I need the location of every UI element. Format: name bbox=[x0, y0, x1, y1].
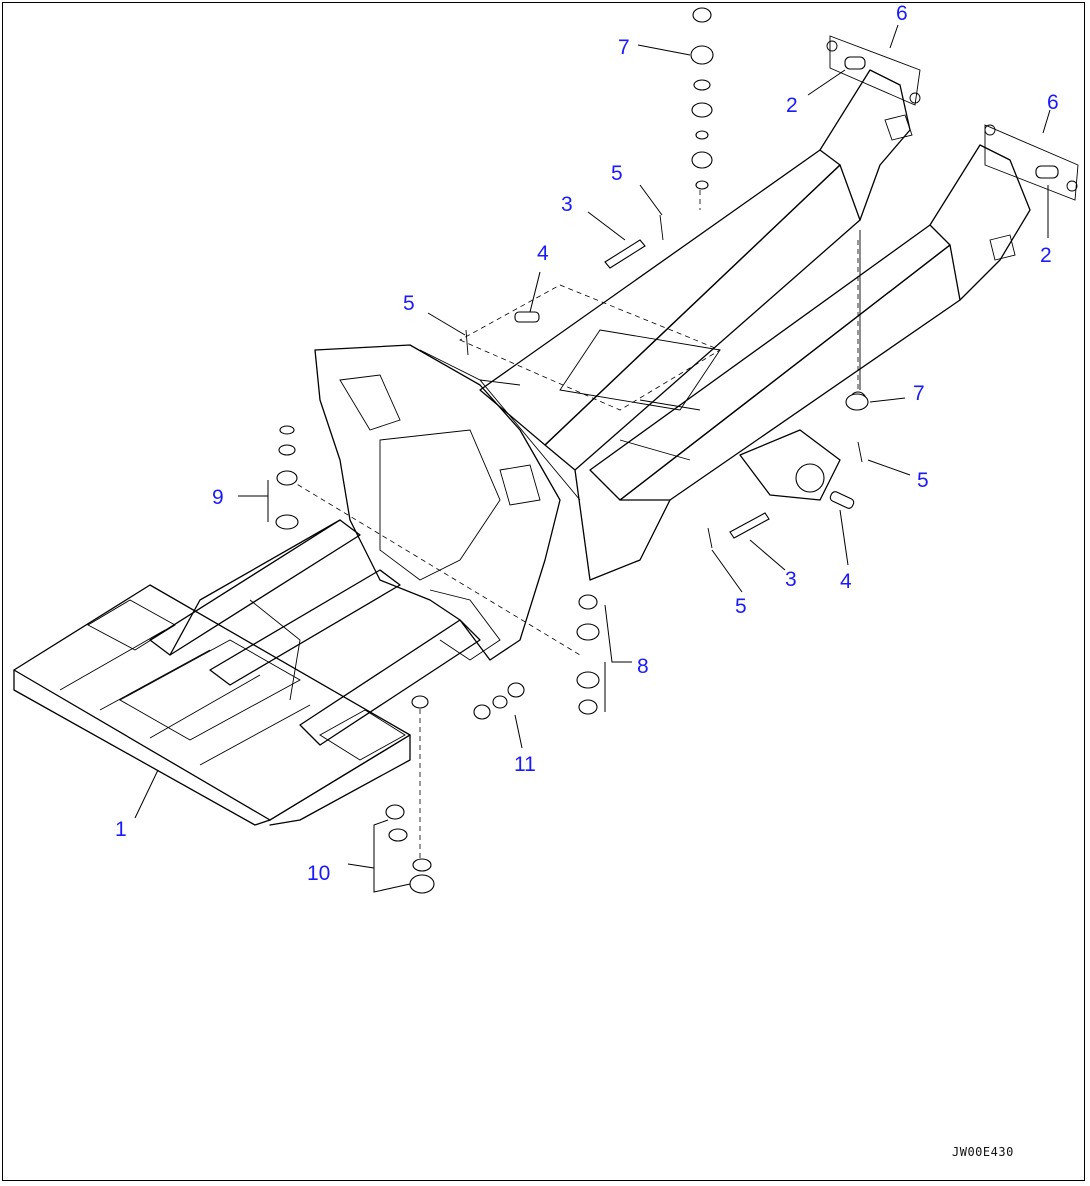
callout-part-7: 7 bbox=[618, 36, 630, 59]
small-parts bbox=[275, 7, 1059, 894]
callout-part-4: 4 bbox=[840, 570, 852, 593]
callout-part-2: 2 bbox=[1040, 244, 1052, 267]
drawing-code: JW00E430 bbox=[952, 1145, 1014, 1159]
callout-part-3: 3 bbox=[785, 568, 797, 591]
main-frame-drawing bbox=[13, 35, 1079, 826]
callout-part-9: 9 bbox=[212, 486, 224, 509]
callout-part-5: 5 bbox=[403, 292, 415, 315]
callout-part-5: 5 bbox=[735, 595, 747, 618]
callout-labels: 1 2 2 3 3 4 4 5 5 5 5 6 6 7 7 8 9 10 11 bbox=[115, 2, 1059, 885]
callout-part-7: 7 bbox=[913, 382, 925, 405]
callout-part-11: 11 bbox=[514, 753, 536, 776]
callout-part-6: 6 bbox=[1047, 91, 1059, 114]
callout-part-5: 5 bbox=[917, 469, 929, 492]
callout-part-4: 4 bbox=[537, 242, 549, 265]
callout-part-2: 2 bbox=[786, 94, 798, 117]
callout-part-5: 5 bbox=[611, 162, 623, 185]
callout-part-8: 8 bbox=[637, 655, 649, 678]
leader-lines bbox=[134, 24, 1051, 893]
alignment-lines bbox=[289, 190, 859, 860]
callout-part-1: 1 bbox=[115, 818, 127, 841]
callout-part-6: 6 bbox=[896, 2, 908, 25]
callout-part-10: 10 bbox=[307, 862, 330, 885]
callout-part-3: 3 bbox=[561, 193, 573, 216]
